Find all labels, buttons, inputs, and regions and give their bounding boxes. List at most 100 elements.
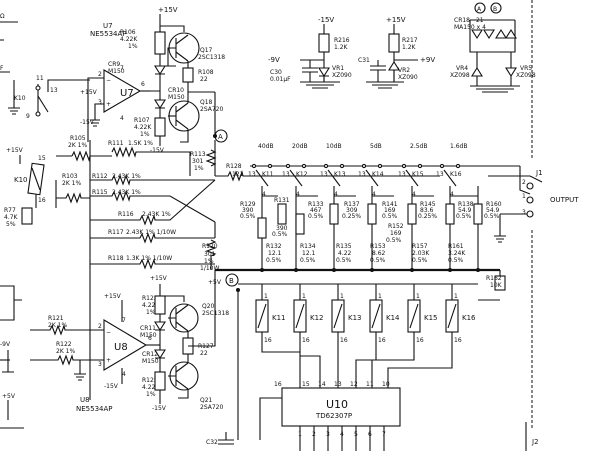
svg-text:−: − bbox=[106, 329, 111, 336]
svg-text:R77: R77 bbox=[4, 207, 16, 214]
svg-text:1.6dB: 1.6dB bbox=[450, 143, 467, 150]
svg-text:16: 16 bbox=[264, 337, 272, 344]
u7-label: U7 bbox=[120, 88, 134, 99]
svg-text:1: 1 bbox=[378, 293, 382, 300]
k10-relay: 11 9 K10 13 +15V K10 15 16 R77 4.7K 5% bbox=[4, 75, 90, 228]
svg-text:4: 4 bbox=[412, 191, 416, 198]
ladder-r135: R135 4.22 0.5% bbox=[336, 243, 352, 264]
svg-text:R125: R125 bbox=[142, 377, 158, 384]
svg-text:R157: R157 bbox=[412, 243, 428, 250]
svg-text:CR12: CR12 bbox=[142, 351, 158, 358]
svg-text:+15V: +15V bbox=[150, 275, 168, 282]
svg-text:3: 3 bbox=[98, 361, 102, 368]
svg-text:+: + bbox=[106, 357, 111, 364]
svg-text:K16: K16 bbox=[450, 171, 462, 178]
svg-text:5dB: 5dB bbox=[370, 143, 382, 150]
svg-text:U8: U8 bbox=[80, 396, 90, 404]
svg-text:13: 13 bbox=[50, 87, 58, 94]
svg-text:2K 1%: 2K 1% bbox=[62, 180, 81, 187]
svg-text:16: 16 bbox=[274, 381, 282, 388]
left-edge-fragment: Ω F bbox=[0, 13, 22, 373]
u8-label: U8 bbox=[114, 342, 128, 353]
svg-text:R160: R160 bbox=[486, 201, 502, 208]
svg-text:+15V: +15V bbox=[6, 147, 24, 154]
svg-text:309: 309 bbox=[346, 207, 358, 214]
output-jack-j1: J1 OUTPUT 2 1 3 bbox=[488, 166, 579, 243]
svg-text:4: 4 bbox=[296, 191, 300, 198]
ladder-r157: R157 2.03K 0.5% bbox=[412, 243, 430, 264]
svg-text:XZ098: XZ098 bbox=[450, 72, 470, 79]
svg-text:R217: R217 bbox=[402, 37, 418, 44]
svg-text:4.7K: 4.7K bbox=[4, 214, 19, 221]
relay-coils: K11 116 K12 116 K13 116 K14 116 K15 116 bbox=[255, 284, 476, 388]
svg-text:6: 6 bbox=[148, 335, 152, 342]
svg-text:2SA720: 2SA720 bbox=[200, 404, 223, 411]
svg-text:R108: R108 bbox=[198, 69, 214, 76]
svg-text:2SC1318: 2SC1318 bbox=[198, 54, 225, 61]
svg-text:-9V: -9V bbox=[0, 341, 11, 348]
svg-text:1: 1 bbox=[522, 193, 526, 200]
svg-text:3: 3 bbox=[98, 99, 102, 106]
svg-text:1.5K 1%: 1.5K 1% bbox=[128, 140, 153, 147]
svg-text:M150: M150 bbox=[108, 68, 125, 75]
svg-text:U10: U10 bbox=[326, 398, 348, 411]
svg-text:4: 4 bbox=[122, 371, 126, 378]
svg-text:13: 13 bbox=[436, 171, 444, 178]
shunt-r138: R138 54.9 0.5% bbox=[445, 201, 474, 225]
svg-text:121: 121 bbox=[232, 171, 244, 178]
u8-output-stage: +15V R123 4.22K 1% CR11 M150 Q20 2SC1318… bbox=[140, 270, 229, 412]
svg-text:0.5%: 0.5% bbox=[266, 257, 282, 264]
svg-text:0.25%: 0.25% bbox=[342, 213, 361, 220]
svg-text:-15V: -15V bbox=[152, 405, 167, 412]
svg-text:6: 6 bbox=[141, 81, 145, 88]
svg-text:K13: K13 bbox=[334, 171, 346, 178]
svg-text:R117: R117 bbox=[108, 229, 124, 236]
svg-text:K14: K14 bbox=[372, 171, 384, 178]
svg-text:K11: K11 bbox=[262, 171, 274, 178]
svg-text:R145: R145 bbox=[420, 201, 436, 208]
svg-text:16: 16 bbox=[340, 337, 348, 344]
svg-text:-15V: -15V bbox=[80, 119, 95, 126]
coil-k13: K13 116 bbox=[331, 293, 362, 344]
svg-text:VR2: VR2 bbox=[398, 67, 410, 74]
svg-text:K11: K11 bbox=[272, 314, 286, 322]
svg-text:R129: R129 bbox=[240, 201, 256, 208]
svg-text:16: 16 bbox=[378, 337, 386, 344]
svg-text:13: 13 bbox=[358, 171, 366, 178]
svg-text:CR11: CR11 bbox=[140, 325, 156, 332]
svg-text:3.24K: 3.24K bbox=[448, 250, 466, 257]
svg-text:22: 22 bbox=[200, 76, 208, 83]
feedback-network: R105 2K 1% R111 1.5K 1% R113 301 1% R128… bbox=[55, 135, 250, 400]
svg-text:2.43K 1% 1/10W: 2.43K 1% 1/10W bbox=[126, 229, 176, 236]
svg-text:R132: R132 bbox=[266, 243, 282, 250]
svg-text:+5V: +5V bbox=[2, 393, 16, 400]
u7-op-amp: − + U7 NE5534AP U7 2 3 7 4 6 bbox=[87, 22, 150, 142]
shunt-r137: R137 309 0.25% bbox=[329, 201, 361, 225]
svg-text:R128: R128 bbox=[226, 163, 242, 170]
svg-text:VR4: VR4 bbox=[456, 65, 468, 72]
svg-text:M150: M150 bbox=[140, 332, 157, 339]
svg-text:R103: R103 bbox=[62, 173, 78, 180]
svg-text:R162: R162 bbox=[486, 275, 502, 282]
svg-text:K14: K14 bbox=[386, 314, 400, 322]
svg-text:-15V: -15V bbox=[318, 16, 334, 24]
svg-text:J1: J1 bbox=[535, 169, 543, 177]
svg-text:1%: 1% bbox=[146, 309, 156, 316]
svg-text:3: 3 bbox=[522, 209, 526, 216]
svg-text:15: 15 bbox=[302, 381, 310, 388]
svg-text:NE5534AP: NE5534AP bbox=[76, 405, 112, 413]
svg-text:4.22K: 4.22K bbox=[120, 36, 138, 43]
coil-k15: K15 116 bbox=[407, 293, 438, 344]
svg-text:1.3K 1% 1/10W: 1.3K 1% 1/10W bbox=[126, 255, 172, 262]
svg-text:301: 301 bbox=[192, 158, 204, 165]
svg-text:20dB: 20dB bbox=[292, 143, 308, 150]
svg-text:16: 16 bbox=[302, 337, 310, 344]
svg-text:13: 13 bbox=[282, 171, 290, 178]
svg-text:-15V: -15V bbox=[150, 147, 165, 154]
svg-text:0.5%: 0.5% bbox=[308, 213, 324, 220]
svg-text:14: 14 bbox=[318, 381, 326, 388]
node-a: A bbox=[213, 92, 228, 143]
svg-text:F: F bbox=[0, 65, 4, 72]
shunt-r133: R133 467 0.5% bbox=[295, 201, 324, 235]
